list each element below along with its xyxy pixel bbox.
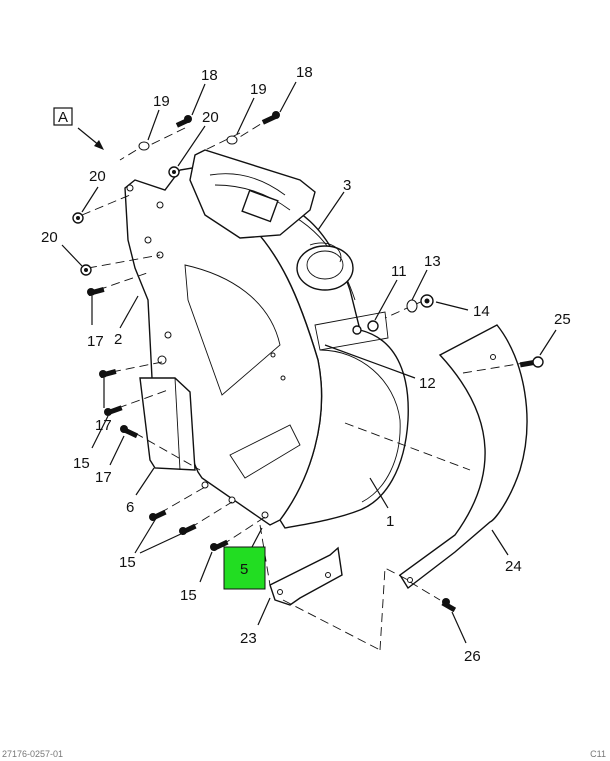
nut-14	[420, 294, 434, 308]
callout-24[interactable]: 24	[505, 558, 522, 575]
left-bracket	[139, 377, 196, 471]
callout-15b[interactable]: 15	[119, 554, 136, 571]
bolt-18b	[261, 111, 280, 125]
view-label: A	[58, 109, 68, 126]
bolt-15b	[149, 509, 167, 522]
page-code: C11	[590, 749, 606, 759]
callout-17a[interactable]: 17	[87, 333, 104, 350]
callout-2[interactable]: 2	[114, 331, 122, 348]
nut-20b	[72, 212, 84, 224]
fasteners	[72, 111, 544, 613]
bolt-15d	[210, 539, 229, 552]
bolt-15c	[179, 523, 197, 536]
callout-11[interactable]: 11	[391, 263, 407, 280]
leader-lines	[61, 81, 557, 644]
figure-code: 27176-0257-01	[2, 749, 64, 759]
bolt-15a	[104, 405, 123, 416]
callout-18a[interactable]: 18	[201, 67, 218, 84]
callout-20c[interactable]: 20	[41, 229, 58, 246]
callout-15c[interactable]: 15	[180, 587, 197, 604]
callout-17b[interactable]: 17	[95, 417, 112, 434]
bolt-26	[441, 598, 457, 613]
callouts: 18 19 18 19 20 20 20 3 11 13 14 17 2 25 …	[41, 64, 571, 665]
view-label-box: A	[53, 107, 104, 150]
callout-19b[interactable]: 19	[250, 81, 267, 98]
callout-23[interactable]: 23	[240, 630, 257, 647]
callout-26[interactable]: 26	[464, 648, 481, 665]
washer-19b	[226, 135, 238, 145]
bolt-18a	[175, 115, 192, 128]
washer-19a	[138, 141, 150, 151]
callout-12[interactable]: 12	[419, 375, 436, 392]
callout-3[interactable]: 3	[343, 177, 351, 194]
bolt-17b	[99, 368, 117, 378]
callout-19a[interactable]: 19	[153, 93, 170, 110]
highlight-callout-5[interactable]: 5	[223, 546, 266, 590]
callout-1[interactable]: 1	[386, 513, 394, 530]
nut-20a	[168, 166, 180, 178]
callout-20a[interactable]: 20	[202, 109, 219, 126]
view-arrow-icon	[94, 140, 104, 150]
right-shield	[399, 324, 528, 590]
bolt-17a	[87, 286, 105, 296]
bolt-25	[519, 356, 544, 368]
nut-20c	[80, 264, 92, 276]
callout-15a[interactable]: 15	[73, 455, 90, 472]
callout-13[interactable]: 13	[424, 253, 441, 270]
callout-17c[interactable]: 17	[95, 469, 112, 486]
callout-20b[interactable]: 20	[89, 168, 106, 185]
callout-25[interactable]: 25	[554, 311, 571, 328]
stud-11	[352, 320, 379, 335]
bottom-bracket	[269, 546, 343, 606]
washer-13	[406, 299, 418, 313]
callout-5: 5	[240, 561, 248, 578]
callout-18b[interactable]: 18	[296, 64, 313, 81]
callout-6[interactable]: 6	[126, 499, 134, 516]
callout-14[interactable]: 14	[473, 303, 490, 320]
bolt-17c	[120, 425, 139, 439]
sensor-assembly	[189, 149, 354, 291]
